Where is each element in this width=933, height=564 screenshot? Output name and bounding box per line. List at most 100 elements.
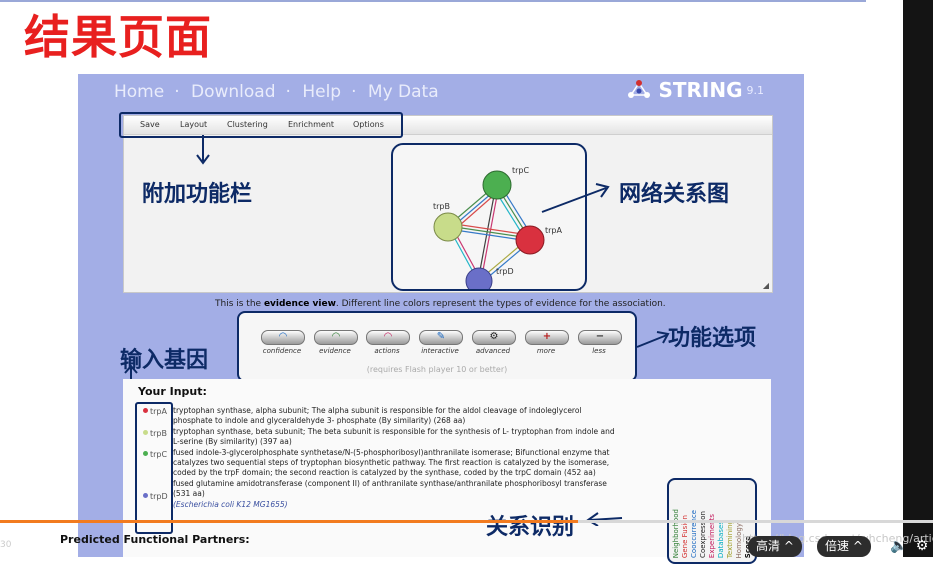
- nav-help[interactable]: Help: [302, 82, 342, 102]
- node-trpa: [515, 225, 545, 255]
- gene-trpb[interactable]: trpB: [143, 429, 167, 438]
- less-label: less: [592, 347, 606, 355]
- node-label-trpb: trpB: [433, 202, 450, 211]
- less-button[interactable]: −: [578, 330, 622, 345]
- string-logo[interactable]: STRING 9.1: [626, 78, 764, 102]
- toolbar-enrichment[interactable]: Enrichment: [288, 120, 335, 129]
- actions-label: actions: [374, 347, 400, 355]
- network-annotation: 网络关系图: [619, 182, 730, 207]
- gene-trpd[interactable]: trpD: [143, 492, 168, 501]
- trpd-color-dot: [143, 493, 148, 498]
- chevron-up-icon: ^: [783, 539, 794, 553]
- results-content: Your Input: trpA trpB trpC trpD tryptoph…: [123, 379, 771, 564]
- toolbar-highlight-box: [119, 112, 403, 138]
- advanced-button[interactable]: ⚙: [472, 330, 516, 345]
- nav-home[interactable]: Home: [114, 82, 165, 102]
- toolbar-layout[interactable]: Layout: [180, 120, 208, 129]
- more-button[interactable]: +: [525, 330, 569, 345]
- evidence-button[interactable]: ◠: [314, 330, 358, 345]
- down-arrow-icon: [196, 135, 210, 165]
- video-time: 30: [0, 540, 12, 550]
- toolbar-options[interactable]: Options: [353, 120, 384, 129]
- trpc-color-dot: [143, 451, 148, 456]
- evidence-text-bold: evidence view: [263, 299, 336, 309]
- legend-annotation: 关系识别: [486, 515, 575, 540]
- nav-my-data[interactable]: My Data: [367, 82, 439, 102]
- plus-icon: +: [542, 331, 552, 342]
- function-annotation: 功能选项: [668, 326, 757, 351]
- quality-label: 高清: [756, 539, 781, 553]
- confidence-label: confidence: [262, 347, 302, 355]
- gene-name: trpA: [150, 407, 167, 416]
- gene-name: trpB: [150, 429, 167, 438]
- function-options-box: ◠ ◠ ◠ ✎ ⚙ + − confidence evidence action…: [237, 311, 637, 382]
- your-input-title: Your Input:: [138, 385, 207, 398]
- string-logo-icon: [628, 80, 651, 98]
- gene-description: fused indole-3-glycerolphosphate synthet…: [173, 447, 610, 478]
- top-nav: Home· Download· Help· My Data: [114, 82, 443, 102]
- evidence-label: evidence: [319, 347, 351, 355]
- gene-name: trpC: [150, 450, 168, 459]
- gear-icon: ⚙: [489, 331, 499, 342]
- slide-title: 结果页面: [24, 10, 212, 64]
- node-label-trpc: trpC: [512, 166, 530, 175]
- legend-cooccurrence: Cooccurrence: [690, 510, 698, 558]
- speed-button[interactable]: 倍速 ^: [817, 536, 871, 557]
- legend-textmining: Textmining: [726, 519, 734, 558]
- gear-icon[interactable]: ⚙: [915, 538, 929, 554]
- trpb-color-dot: [143, 430, 148, 435]
- organism-name: (Escherichia coli K12 MG1655): [173, 499, 288, 509]
- video-progress-fill: [0, 520, 579, 523]
- top-divider: [0, 0, 866, 2]
- legend-arrow-icon: [586, 512, 623, 526]
- node-label-trpd: trpD: [496, 267, 514, 276]
- network-toolbar: Save Layout Clustering Enrichment Option…: [124, 116, 772, 135]
- string-result-page: Home· Download· Help· My Data STRING 9.1…: [78, 74, 804, 564]
- volume-icon[interactable]: 🔈: [890, 538, 908, 554]
- node-trpd: [465, 267, 493, 289]
- more-label: more: [536, 347, 556, 355]
- function-arrow-icon: [636, 331, 670, 348]
- legend-neighborhood: Neighborhood: [672, 508, 680, 558]
- evidence-caption: This is the evidence view. Different lin…: [215, 299, 666, 309]
- network-graph[interactable]: trpC trpB trpA trpD: [391, 143, 587, 291]
- actions-button[interactable]: ◠: [366, 330, 410, 345]
- node-label-trpa: trpA: [545, 226, 563, 235]
- nav-separator: ·: [285, 82, 291, 102]
- confidence-icon: ◠: [278, 331, 288, 342]
- flash-requirement-note: (requires Flash player 10 or better): [366, 365, 508, 374]
- gene-description: tryptophan synthase, alpha subunit; The …: [173, 406, 582, 426]
- nav-download[interactable]: Download: [191, 82, 276, 102]
- toolbar-clustering[interactable]: Clustering: [227, 120, 268, 129]
- confidence-button[interactable]: ◠: [261, 330, 305, 345]
- trpa-color-dot: [143, 408, 148, 413]
- gene-name: trpD: [150, 492, 168, 501]
- quality-button[interactable]: 高清 ^: [748, 536, 802, 557]
- predicted-partners-title: Predicted Functional Partners:: [60, 533, 250, 546]
- toolbar-save[interactable]: Save: [140, 120, 160, 129]
- interactive-label: interactive: [421, 347, 459, 355]
- advanced-label: advanced: [475, 347, 511, 355]
- gene-description: fused glutamine amidotransferase (compon…: [173, 478, 607, 499]
- evidence-icon: ◠: [331, 331, 341, 342]
- evidence-text-before: This is the: [215, 299, 264, 309]
- evidence-text-after: . Different line colors represent the ty…: [335, 299, 666, 309]
- interactive-button[interactable]: ✎: [419, 330, 463, 345]
- node-trpc: [482, 170, 512, 200]
- minus-icon: −: [595, 331, 605, 342]
- nav-separator: ·: [174, 82, 180, 102]
- toolbar-annotation: 附加功能栏: [142, 182, 253, 207]
- network-arrow-icon: [541, 183, 610, 213]
- speed-label: 倍速: [825, 539, 850, 553]
- video-progress-bar[interactable]: [0, 520, 933, 523]
- actions-icon: ◠: [383, 331, 393, 342]
- gene-descriptions: tryptophan synthase, alpha subunit; The …: [173, 406, 618, 510]
- gene-trpa[interactable]: trpA: [143, 407, 167, 416]
- string-logo-text: STRING: [658, 78, 743, 102]
- legend-databases: Databases: [717, 520, 725, 558]
- interactive-icon: ✎: [436, 331, 446, 342]
- resize-handle-icon[interactable]: ◢: [762, 281, 769, 290]
- string-version: 9.1: [746, 83, 765, 97]
- gene-trpc[interactable]: trpC: [143, 450, 167, 459]
- chevron-up-icon: ^: [852, 539, 863, 553]
